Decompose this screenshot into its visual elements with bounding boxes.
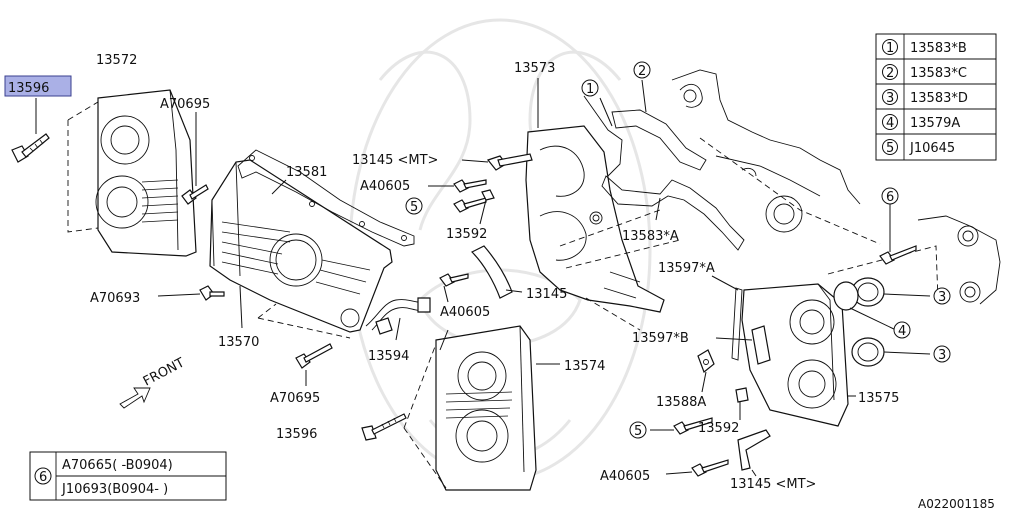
seal-13579a[interactable] (833, 281, 859, 311)
callout-13592-bottom[interactable]: 13592 (698, 421, 739, 436)
svg-text:5: 5 (410, 200, 418, 215)
callout-13594[interactable]: 13594 (368, 349, 409, 364)
legend-row-3[interactable]: 3 13583*D (882, 89, 968, 107)
seal-13583-d-bottom[interactable] (851, 337, 885, 367)
mark-6[interactable]: 6 (881, 187, 899, 205)
mark-4[interactable]: 4 (893, 321, 911, 339)
bolt-13596-top[interactable] (11, 133, 50, 163)
svg-text:4: 4 (898, 324, 906, 339)
front-label: FRONT (141, 355, 187, 389)
svg-text:4: 4 (886, 116, 894, 131)
legend-bottom-mark (34, 467, 52, 485)
gasket-13583-c[interactable] (611, 109, 707, 171)
svg-text:1: 1 (886, 41, 894, 56)
highlight-13596 (4, 75, 72, 97)
clip-13588a[interactable] (697, 349, 715, 373)
outer-cover-13574[interactable] (435, 325, 537, 491)
callout-a40605-bottom[interactable]: A40605 (600, 469, 650, 484)
callout-13145-mt-top[interactable]: 13145 <MT> (352, 153, 438, 168)
mark-3-top[interactable]: 3 (933, 287, 951, 305)
legend-row-2[interactable]: 2 13583*C (882, 64, 967, 82)
callout-13574[interactable]: 13574 (564, 359, 605, 374)
svg-text:13583*C: 13583*C (910, 66, 967, 81)
inner-cover-13573[interactable] (525, 125, 665, 313)
mark-3-bottom[interactable]: 3 (933, 345, 951, 363)
svg-text:6: 6 (886, 190, 894, 205)
wire-harness-13594[interactable] (365, 297, 431, 335)
svg-text:13583*B: 13583*B (910, 41, 967, 56)
callout-13596-bottom[interactable]: 13596 (276, 427, 317, 442)
svg-text:1: 1 (586, 82, 594, 97)
legend-table-bottom: 6 A70665( -B0904) J10693(B0904- ) (29, 451, 227, 501)
bolt-a70693[interactable] (199, 285, 225, 301)
svg-text:J10645: J10645 (909, 141, 955, 156)
gasket-13583-a[interactable] (601, 175, 745, 251)
legend-bottom-num: 6 (39, 470, 47, 485)
legend-table-top: 1 13583*B 2 13583*C 3 13583*D 4 13579A 5… (875, 33, 997, 161)
callout-13597a[interactable]: 13597*A (658, 261, 715, 276)
stud-13592-bottom[interactable] (735, 387, 749, 403)
callout-13145-mt-bottom[interactable]: 13145 <MT> (730, 477, 816, 492)
outer-cover-left-13572[interactable] (95, 89, 197, 257)
svg-text:13583*D: 13583*D (910, 91, 968, 106)
diagram-id: A022001185 (918, 497, 995, 511)
bracket-13145-mt-top[interactable] (486, 153, 533, 171)
legend-bottom-row-2[interactable]: J10693(B0904- ) (61, 482, 168, 497)
svg-text:13579A: 13579A (910, 116, 960, 131)
bracket-13145-mt-bottom[interactable] (737, 429, 771, 471)
svg-text:2: 2 (638, 64, 646, 79)
engine-block-outline (671, 69, 1001, 305)
callout-13583a[interactable]: 13583*A (622, 229, 679, 244)
callout-13573[interactable]: 13573 (514, 61, 555, 76)
mark-2[interactable]: 2 (633, 61, 651, 79)
callout-13572[interactable]: 13572 (96, 53, 137, 68)
bolt-6[interactable] (879, 245, 917, 265)
bolt-a40605-mid[interactable] (439, 273, 469, 287)
outer-cover-right-13575[interactable] (741, 283, 849, 427)
gasket-13597-b[interactable] (751, 325, 771, 365)
svg-text:3: 3 (886, 91, 894, 106)
bolt-13596-bottom[interactable] (361, 413, 407, 441)
callout-13581[interactable]: 13581 (286, 165, 327, 180)
callout-13588a[interactable]: 13588A (656, 395, 706, 410)
gasket-13597-a[interactable] (731, 287, 743, 361)
callout-13592-top[interactable]: 13592 (446, 227, 487, 242)
front-direction-arrow (119, 387, 151, 409)
svg-text:3: 3 (938, 290, 946, 305)
hose-13145[interactable] (470, 245, 513, 299)
svg-text:5: 5 (634, 424, 642, 439)
bolt-5-top[interactable] (453, 197, 487, 213)
bolt-a40605-bottom[interactable] (691, 459, 729, 477)
mark-1[interactable]: 1 (581, 79, 599, 97)
gasket-13583-b[interactable] (583, 95, 623, 177)
callout-13597b[interactable]: 13597*B (632, 331, 689, 346)
callout-a70693[interactable]: A70693 (90, 291, 140, 306)
bolt-a70695-bottom[interactable] (295, 343, 333, 369)
svg-text:2: 2 (886, 66, 894, 81)
mark-5-bottom[interactable]: 5 (629, 421, 647, 439)
callout-a70695-bottom[interactable]: A70695 (270, 391, 320, 406)
svg-text:3: 3 (938, 348, 946, 363)
callout-a40605-top[interactable]: A40605 (360, 179, 410, 194)
bolt-a70695-top[interactable] (181, 184, 209, 205)
callout-a40605-mid[interactable]: A40605 (440, 305, 490, 320)
legend-row-1[interactable]: 1 13583*B (882, 39, 967, 57)
callout-13145-mid[interactable]: 13145 (526, 287, 567, 302)
belt-cover-13570[interactable] (209, 159, 393, 333)
legend-row-5[interactable]: 5 J10645 (882, 139, 956, 157)
svg-text:5: 5 (886, 141, 894, 156)
legend-bottom-row-1[interactable]: A70665( -B0904) (62, 458, 173, 473)
bolt-5-bottom[interactable] (673, 417, 713, 435)
callout-13575[interactable]: 13575 (858, 391, 899, 406)
callout-13596-top[interactable]: 13596 (8, 81, 49, 96)
callout-13570[interactable]: 13570 (218, 335, 259, 350)
legend-row-4[interactable]: 4 13579A (882, 114, 961, 132)
bolt-a40605-top[interactable] (453, 179, 487, 193)
mark-5-top[interactable]: 5 (405, 197, 423, 215)
gasket-13581[interactable] (237, 149, 415, 247)
stud-13592-top[interactable] (481, 189, 495, 201)
callout-a70695-top[interactable]: A70695 (160, 97, 210, 112)
